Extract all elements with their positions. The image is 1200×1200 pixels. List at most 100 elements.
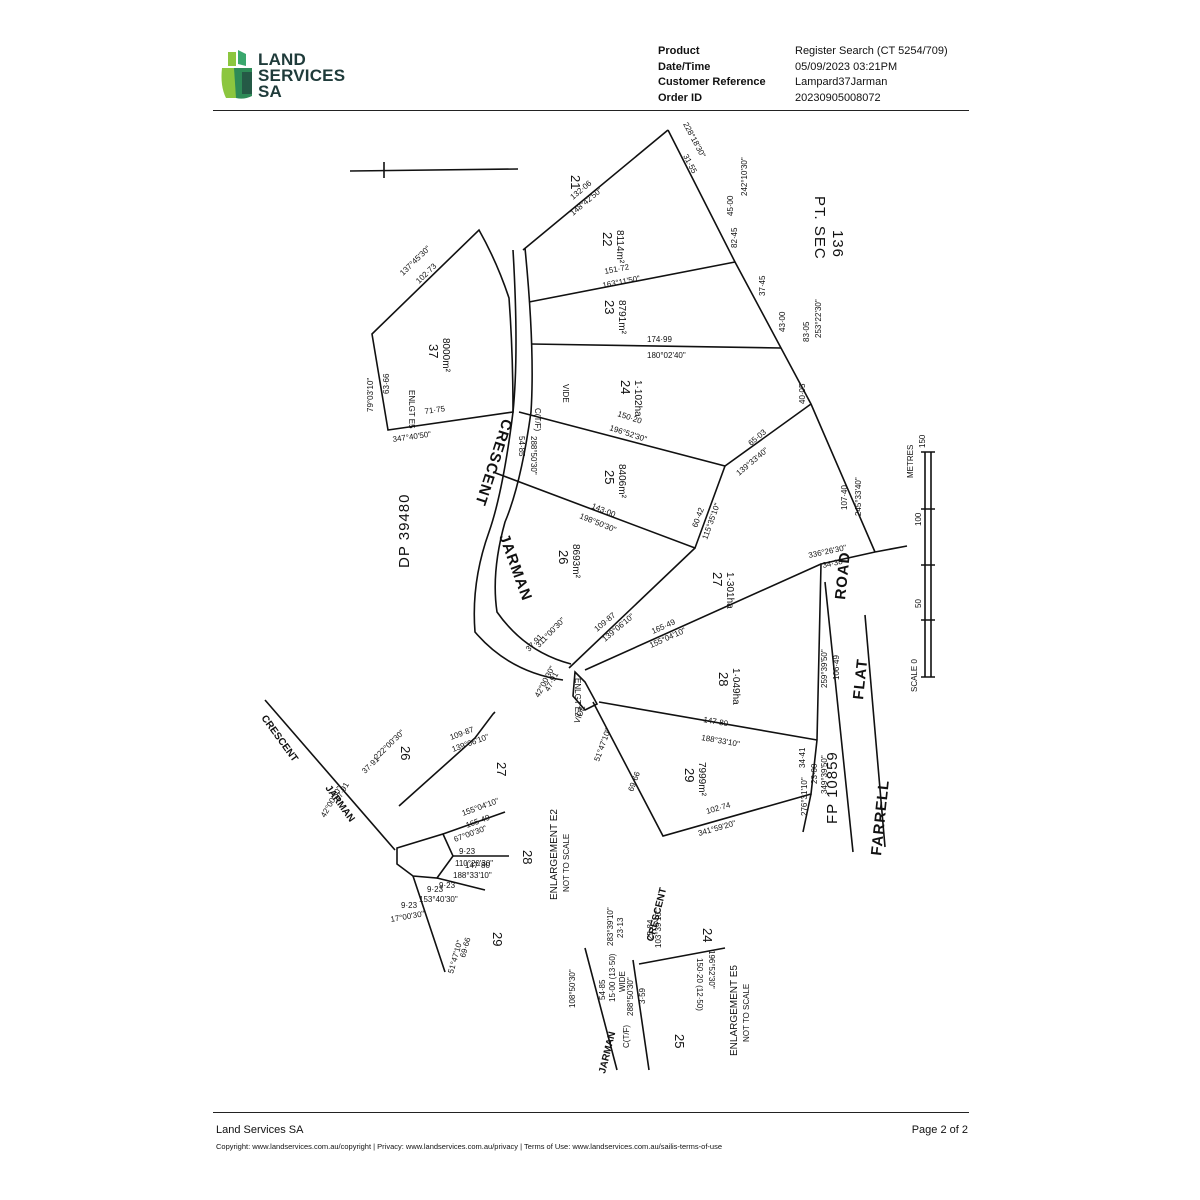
logo-wordmark: LAND SERVICES SA bbox=[258, 50, 346, 100]
distance-13: 102·74 bbox=[705, 800, 732, 816]
distance-2: 63·66 bbox=[382, 373, 391, 394]
ctf-label: C(T/F) bbox=[533, 408, 542, 431]
bearing-22: 115°35'10" bbox=[700, 502, 722, 541]
jarman-street-name: JARMAN bbox=[495, 532, 535, 604]
lot-24-area: 1·102ha bbox=[632, 380, 643, 417]
distance-12: 147·80 bbox=[703, 715, 730, 728]
distance-23: 69·66 bbox=[626, 770, 642, 793]
distance-16: 107·40 bbox=[840, 485, 849, 510]
e2-bearing-2: 155°04'10" bbox=[461, 796, 501, 818]
enlgt-e2-label: ENLGT E2 bbox=[573, 678, 582, 717]
page-number: Page 2 of 2 bbox=[911, 1124, 968, 1136]
e5-bearing-1: 283°39'10" bbox=[606, 907, 615, 946]
lot-24-number: 24 bbox=[618, 380, 633, 394]
section-number: 136 bbox=[829, 230, 846, 258]
e2-bearing-8: 110°20'30" bbox=[455, 859, 493, 868]
bearing-14: 242°10'30" bbox=[740, 157, 749, 196]
datetime-label: Date/Time bbox=[658, 60, 711, 73]
plan-linework bbox=[264, 129, 935, 1071]
bearing-16: 245°33'40" bbox=[854, 477, 863, 516]
e5-bearing-2: 103°39'10" bbox=[654, 909, 663, 948]
distance-26: 40·05 bbox=[798, 383, 807, 404]
logo-line-1: LAND bbox=[258, 50, 307, 69]
lot-22-23-line bbox=[528, 261, 736, 303]
lot-23-number: 23 bbox=[602, 300, 617, 314]
scale-tick-100: 100 bbox=[914, 512, 923, 526]
distance-28: 54·85 bbox=[517, 436, 526, 457]
enlargement-e5: ENLARGEMENT E5 NOT TO SCALE 24 25 JARMAN… bbox=[568, 887, 751, 1075]
e5-lot-line bbox=[638, 947, 726, 965]
crescent-inner bbox=[494, 247, 572, 665]
e2-title: ENLARGEMENT E2 bbox=[549, 809, 560, 900]
lot-23-area: 8791m² bbox=[616, 300, 627, 335]
e2-lot-29: 29 bbox=[490, 932, 505, 946]
e5-lot-24: 24 bbox=[700, 928, 715, 942]
distance-27: 37·45 bbox=[758, 275, 767, 296]
e2-lot-28: 28 bbox=[520, 850, 535, 864]
header-divider bbox=[213, 110, 969, 111]
footer-links[interactable]: Copyright: www.landservices.com.au/copyr… bbox=[216, 1142, 723, 1151]
distance-18: 106·49 bbox=[832, 655, 841, 680]
fp-label: FP 10859 bbox=[824, 751, 841, 824]
e5-distance-4: 54·85 bbox=[598, 979, 607, 1000]
lot-23-24-line bbox=[530, 343, 782, 349]
land-services-logo-icon bbox=[221, 50, 252, 99]
road-east-edge bbox=[864, 614, 886, 848]
bearing-23: 51°47'10" bbox=[592, 727, 612, 762]
e5-title: ENLARGEMENT E5 bbox=[729, 965, 740, 1056]
lot-37-boundary bbox=[371, 228, 514, 431]
survey-plan: 21 22 8114m² 23 8791m² 24 1·102ha 25 840… bbox=[213, 112, 969, 1112]
lot-29-boundary bbox=[592, 551, 876, 837]
e5-distance-5: 3·59 bbox=[638, 987, 647, 1004]
lot-26-number: 26 bbox=[556, 550, 571, 564]
lot-37-number: 37 bbox=[426, 344, 441, 358]
distance-7: 174·99 bbox=[647, 335, 672, 344]
lot-29-number: 29 bbox=[682, 768, 697, 782]
meta-labels: Product Date/Time Customer Reference Ord… bbox=[658, 44, 766, 106]
e2-lot-26-27-line bbox=[398, 711, 496, 807]
e2-crescent-name: CRESCENT bbox=[259, 713, 300, 764]
e5-lot-25: 25 bbox=[672, 1034, 687, 1048]
distance-6: 151·72 bbox=[604, 262, 631, 276]
lot-28-area: 1·049ha bbox=[730, 668, 741, 705]
e5-bearing-5: 288°50'30" bbox=[626, 977, 635, 1016]
e2-road-edge-1 bbox=[264, 699, 396, 851]
e2-cul-de-sac bbox=[396, 833, 454, 879]
bearing-7: 180°02'40" bbox=[647, 351, 686, 360]
e5-distance-3: 150·20 (12·50) bbox=[695, 958, 704, 1011]
meta-values: Register Search (CT 5254/709) 05/09/2023… bbox=[795, 44, 948, 106]
lot-28-29-line bbox=[598, 701, 818, 741]
e2-distance-10: 9·23 bbox=[401, 901, 418, 910]
lot-27-number: 27 bbox=[710, 572, 725, 586]
lot-25-number: 25 bbox=[602, 470, 617, 484]
distance-19: 23·00 bbox=[810, 763, 819, 784]
e2-bearing-10: 17°00'30" bbox=[390, 909, 425, 924]
lot-29-area: 7999m² bbox=[696, 762, 707, 797]
bearing-2: 79°03'10" bbox=[366, 378, 375, 412]
e2-bearing-3: 188°33'10" bbox=[453, 871, 492, 880]
e2-distance-3: 147·80 bbox=[465, 861, 490, 870]
e5-wide: WIDE bbox=[618, 971, 627, 992]
e2-distance-4: 69·66 bbox=[458, 936, 472, 959]
bearing-3: 347°40'50" bbox=[392, 430, 432, 444]
lot-labels: 21 22 8114m² 23 8791m² 24 1·102ha 25 840… bbox=[426, 175, 741, 797]
e5-road-edge bbox=[584, 947, 618, 1071]
lot-27-28-line bbox=[584, 563, 822, 671]
farrell-label: FARRELL bbox=[868, 779, 893, 857]
logo-line-2: SERVICES bbox=[258, 66, 346, 85]
bearing-20: 276°31'10" bbox=[800, 777, 809, 816]
cul-de-sac bbox=[572, 670, 599, 711]
lot-22-number: 22 bbox=[600, 232, 615, 246]
e2-distance-8: 9·23 bbox=[439, 881, 456, 890]
product-label: Product bbox=[658, 45, 700, 57]
e2-distance-7: 9·23 bbox=[459, 847, 476, 856]
e2-lot-26: 26 bbox=[398, 746, 413, 760]
lot-26-27-line bbox=[568, 547, 696, 669]
product-value: Register Search (CT 5254/709) bbox=[795, 45, 948, 57]
scale-tick-50: 50 bbox=[914, 599, 923, 608]
e5-distance-2: 25·84 bbox=[646, 919, 655, 940]
e2-distance-9: 9·23 bbox=[427, 885, 444, 894]
order-id-label: Order ID bbox=[658, 91, 703, 104]
e5-bearing-4: 108°50'30" bbox=[568, 969, 577, 1008]
lot-28-number: 28 bbox=[716, 672, 731, 686]
